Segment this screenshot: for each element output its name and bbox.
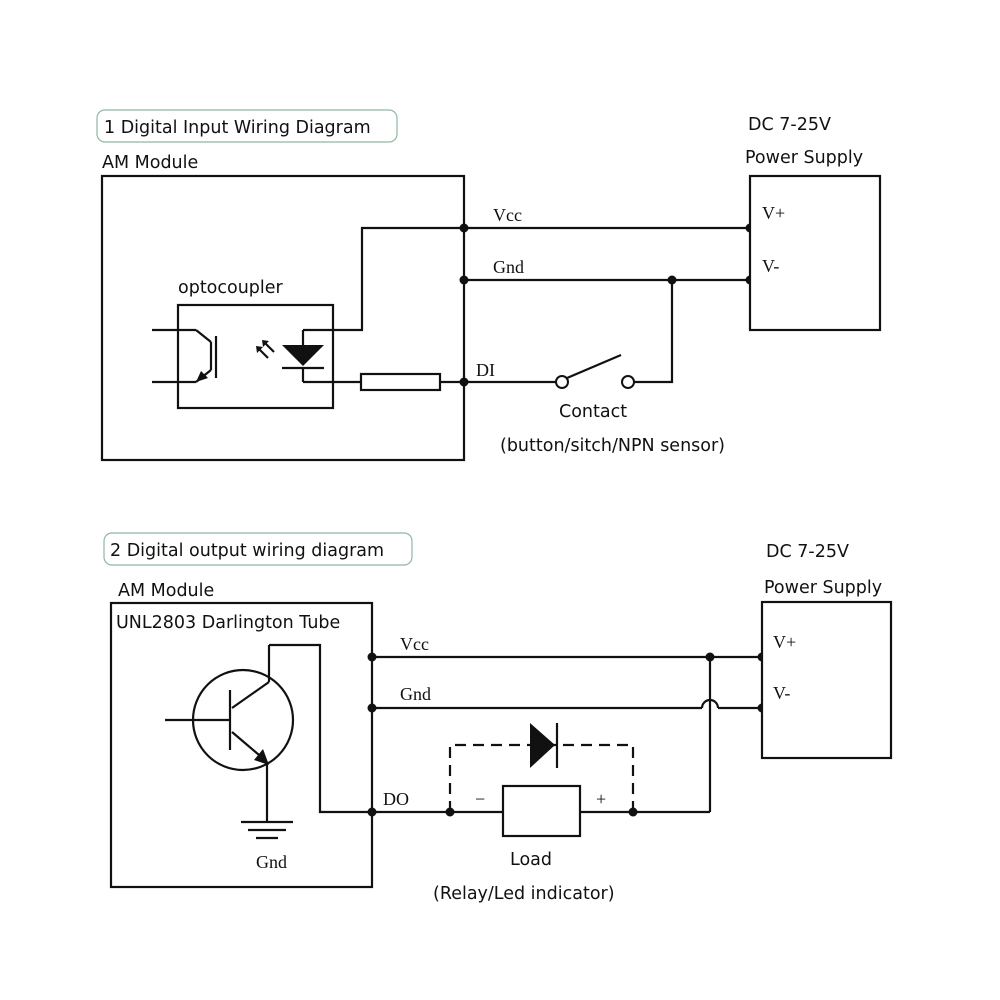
darlington-transistor-icon — [165, 645, 295, 822]
do-label: DO — [383, 789, 409, 809]
supply1-label: Power Supply — [745, 148, 863, 168]
supply2-voltage: DC 7-25V — [766, 542, 849, 562]
diagram2-title-box — [103, 532, 413, 566]
diagram1-title: 1 Digital Input Wiring Diagram — [104, 118, 371, 138]
vplus-label-input: V+ — [762, 203, 785, 223]
load-sublabel: (Relay/Led indicator) — [433, 884, 615, 904]
di-junction — [459, 377, 469, 387]
digital-input-diagram: 1 Digital Input Wiring Diagram AM Module… — [96, 109, 882, 462]
vminus-label-output: V- — [773, 683, 790, 703]
flyback-diode-icon — [530, 723, 559, 768]
contact-switch-icon — [555, 353, 635, 389]
load-label: Load — [510, 850, 552, 870]
vcc-junction-output — [367, 652, 377, 662]
do-junction — [367, 807, 377, 817]
digital-output-diagram: 2 Digital output wiring diagram AM Modul… — [103, 532, 893, 904]
supply1-voltage: DC 7-25V — [748, 115, 831, 135]
phototransistor-icon — [152, 328, 218, 384]
gnd-branch-junction — [667, 275, 677, 285]
diagram2-title: 2 Digital output wiring diagram — [110, 541, 384, 561]
contact-label: Contact — [559, 402, 627, 422]
load-minus-sign: − — [475, 789, 485, 809]
gnd-junction-output — [367, 703, 377, 713]
gnd-to-contact-wire — [634, 280, 674, 384]
led-icon — [282, 328, 333, 384]
vcc-branch-junction — [705, 652, 715, 662]
gnd-label-input: Gnd — [493, 257, 524, 277]
diagram1-title-box — [96, 109, 398, 143]
load-plus-sign: + — [596, 789, 606, 809]
contact-sublabel: (button/sitch/NPN sensor) — [500, 436, 725, 456]
vcc-label-input: Vcc — [493, 205, 522, 225]
vcc-junction — [459, 223, 469, 233]
vcc-label-output: Vcc — [400, 634, 429, 654]
load-box — [501, 784, 582, 838]
ground-icon — [241, 820, 293, 840]
vminus-label-input: V- — [762, 256, 779, 276]
optocoupler-label: optocoupler — [178, 278, 284, 298]
power-supply-box-output — [760, 600, 893, 760]
opto-vcc-wire — [333, 226, 464, 332]
diagram1-module-label: AM Module — [102, 153, 198, 173]
darlington-label: UNL2803 Darlington Tube — [116, 613, 340, 633]
ground-label: Gnd — [256, 852, 287, 872]
power-supply-box-input — [748, 174, 882, 332]
collector-wire — [269, 643, 372, 814]
light-arrows-icon — [256, 340, 275, 359]
diagram2-module-label: AM Module — [118, 581, 214, 601]
gnd-junction — [459, 275, 469, 285]
di-label: DI — [476, 360, 495, 380]
resistor-icon — [359, 372, 442, 392]
supply2-label: Power Supply — [764, 578, 882, 598]
gnd-label-output: Gnd — [400, 684, 431, 704]
vplus-label-output: V+ — [773, 632, 796, 652]
